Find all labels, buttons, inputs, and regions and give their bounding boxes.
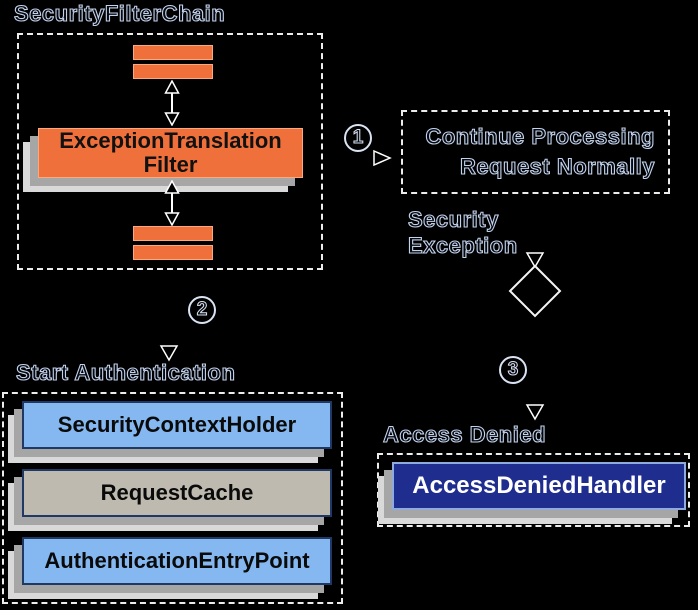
double-arrow-icon <box>164 180 180 226</box>
security-exception-label: Security Exception <box>407 206 518 259</box>
authentication-entry-point-label: AuthenticationEntryPoint <box>44 548 310 573</box>
filter-bar <box>133 226 213 241</box>
security-exception-line2: Exception <box>407 232 518 258</box>
arrow-right-icon <box>373 149 392 167</box>
continue-processing-line1: Continue Processing <box>425 123 655 149</box>
request-cache-label: RequestCache <box>100 480 254 505</box>
step-3-number: 3 <box>507 359 519 381</box>
arrow-down-icon <box>159 345 179 362</box>
decision-diamond-icon <box>508 264 562 318</box>
double-arrow-icon <box>164 80 180 126</box>
security-filter-chain-title: SecurityFilterChain <box>13 0 226 26</box>
request-cache-box: RequestCache <box>22 469 332 517</box>
start-authentication-container <box>2 392 343 604</box>
filter-label-line2: Filter <box>143 152 198 177</box>
step-2-number: 2 <box>196 299 208 321</box>
filter-label-line1: ExceptionTranslation <box>59 128 282 153</box>
security-filter-chain-container <box>17 33 323 270</box>
security-context-holder-label: SecurityContextHolder <box>57 412 297 437</box>
step-1-badge: 1 <box>344 124 372 152</box>
authentication-entry-point-box: AuthenticationEntryPoint <box>22 537 332 585</box>
access-denied-label: Access Denied <box>382 421 547 447</box>
filter-bar <box>133 245 213 260</box>
step-2-badge: 2 <box>188 296 216 324</box>
start-authentication-label: Start Authentication <box>15 359 236 385</box>
continue-processing-box: Continue Processing Request Normally <box>401 110 670 194</box>
filter-bar <box>133 64 213 79</box>
arrow-down-icon <box>525 252 545 269</box>
step-1-number: 1 <box>352 127 364 149</box>
exception-translation-filter-box: ExceptionTranslation Filter <box>38 128 303 178</box>
filter-bar <box>133 45 213 60</box>
security-context-holder-box: SecurityContextHolder <box>22 401 332 449</box>
arrow-down-icon <box>525 404 545 421</box>
step-3-badge: 3 <box>499 356 527 384</box>
continue-processing-line2: Request Normally <box>459 153 655 179</box>
access-denied-handler-label: AccessDeniedHandler <box>412 472 666 499</box>
access-denied-handler-box: AccessDeniedHandler <box>392 462 686 510</box>
security-exception-line1: Security <box>407 206 499 232</box>
